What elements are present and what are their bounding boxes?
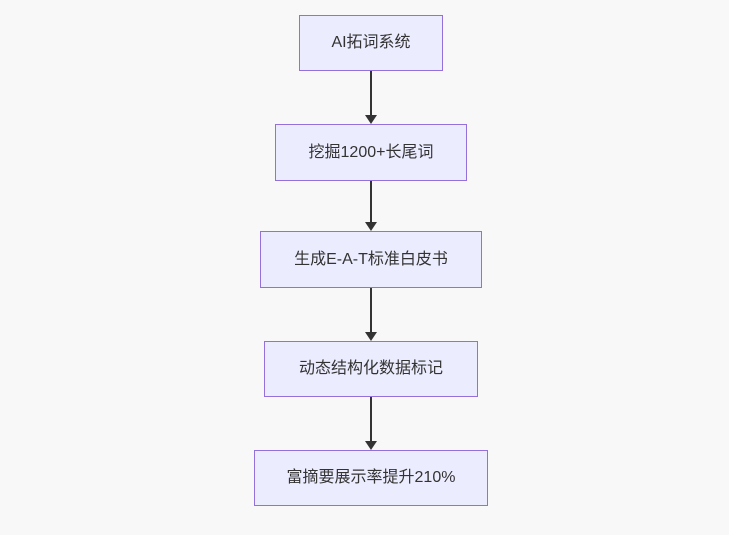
arrowhead-down-icon [365, 115, 377, 124]
flow-node-structured-data-markup: 动态结构化数据标记 [264, 341, 478, 397]
flow-node-label: 挖掘1200+长尾词 [308, 143, 434, 161]
flow-node-rich-snippet-result: 富摘要展示率提升210% [254, 450, 488, 506]
flow-edge-1 [365, 71, 377, 124]
arrowhead-down-icon [365, 332, 377, 341]
flow-node-eat-whitepaper: 生成E-A-T标准白皮书 [260, 231, 482, 288]
flow-edge-3 [365, 288, 377, 341]
edge-line [370, 397, 372, 441]
flow-node-longtail-mining: 挖掘1200+长尾词 [275, 124, 467, 181]
arrowhead-down-icon [365, 441, 377, 450]
edge-line [370, 71, 372, 115]
flow-edge-4 [365, 397, 377, 450]
flow-node-ai-keyword-system: AI拓词系统 [299, 15, 443, 71]
flow-node-label: 富摘要展示率提升210% [286, 469, 456, 487]
flow-node-label: 动态结构化数据标记 [298, 360, 443, 378]
arrowhead-down-icon [365, 222, 377, 231]
edge-line [370, 288, 372, 332]
flow-node-label: 生成E-A-T标准白皮书 [294, 250, 448, 268]
edge-line [370, 181, 372, 222]
flow-node-label: AI拓词系统 [331, 34, 411, 52]
flow-edge-2 [365, 181, 377, 231]
